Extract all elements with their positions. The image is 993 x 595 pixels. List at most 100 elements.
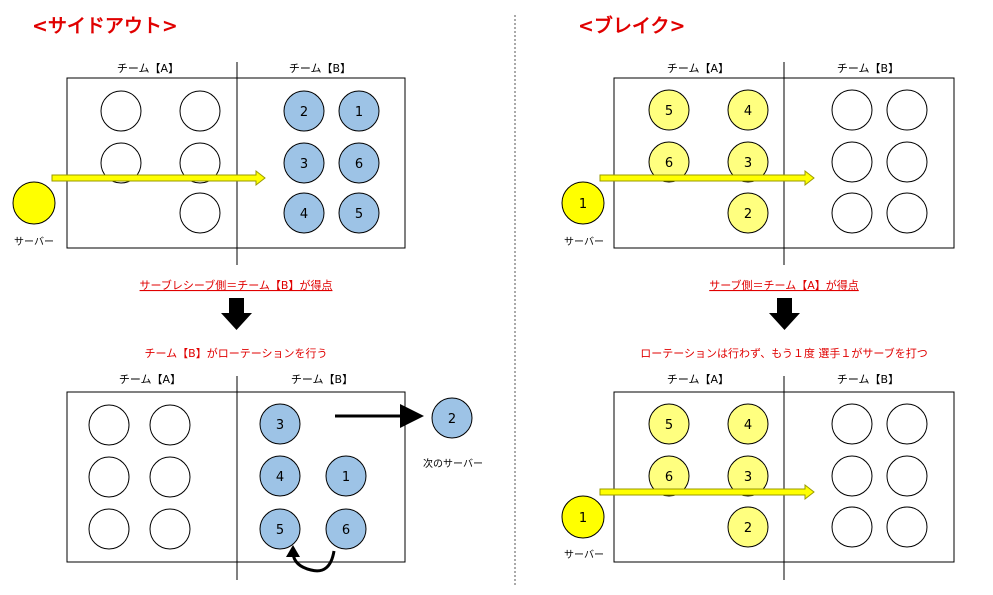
break-bottom-court: チーム【A】 チーム【B】 5 4 6 3 2 [613,373,955,580]
player-b-5: 5 [259,508,301,550]
player-circle [886,455,928,497]
svg-text:3: 3 [300,157,308,172]
player-b-5: 5 [338,192,380,234]
break-heading: <ブレイク> [578,14,685,37]
player-circle [149,456,191,498]
break-result-text: サーブ側＝チーム【A】が得点 [709,278,859,292]
player-circle [179,192,221,234]
player-circle [886,506,928,548]
player-b-4: 4 [259,455,301,497]
svg-text:2: 2 [744,207,752,222]
svg-text:1: 1 [579,197,587,212]
svg-text:1: 1 [342,470,350,485]
rotation-curve-arrowhead [286,545,300,557]
player-circle [100,90,142,132]
player-b-1: 1 [325,455,367,497]
server-label: サーバー [564,549,604,561]
player-a-6: 6 [648,141,690,183]
server-circle [12,181,56,225]
team-b-label: チーム【B】 [837,62,899,75]
team-b-label: チーム【B】 [837,373,899,386]
svg-text:3: 3 [744,470,752,485]
svg-text:2: 2 [744,521,752,536]
svg-text:5: 5 [665,104,673,119]
sideout-heading: <サイドアウト> [32,15,178,37]
player-circle [831,506,873,548]
player-circle [831,141,873,183]
serve-arrow [51,169,266,187]
svg-text:4: 4 [276,470,284,485]
break-top-court: チーム【A】 チーム【B】 5 4 6 3 2 [613,62,955,265]
team-a-label: チーム【A】 [667,373,729,386]
player-b-3: 3 [283,142,325,184]
team-b-label: チーム【B】 [291,373,353,386]
svg-text:6: 6 [665,156,673,171]
server-circle: 1 [561,181,605,225]
player-circle [88,456,130,498]
svg-text:5: 5 [355,207,363,222]
svg-text:1: 1 [355,105,363,120]
player-circle [149,508,191,550]
player-circle [179,90,221,132]
down-arrow [221,298,252,330]
player-circle [149,404,191,446]
next-server-circle: 2 [431,397,473,439]
player-b-1: 1 [338,90,380,132]
team-a-label: チーム【A】 [117,62,179,75]
svg-text:4: 4 [300,207,308,222]
player-a-5: 5 [648,403,690,445]
player-circle [886,89,928,131]
server-label: サーバー [14,236,54,248]
svg-text:1: 1 [579,511,587,526]
team-a-label: チーム【A】 [119,373,181,386]
player-circle [179,142,221,184]
svg-text:5: 5 [665,418,673,433]
player-circle [886,141,928,183]
player-a-4: 4 [727,89,769,131]
svg-text:2: 2 [448,412,456,427]
player-circle [831,89,873,131]
player-b-4: 4 [283,192,325,234]
sideout-action-text: チーム【B】がローテーションを行う [145,346,328,360]
svg-text:5: 5 [276,523,284,538]
serve-arrow [599,169,815,187]
player-circle [886,192,928,234]
player-a-5: 5 [648,89,690,131]
player-circle [831,192,873,234]
next-server-label: 次のサーバー [423,457,483,470]
player-circle [88,404,130,446]
player-b-2: 2 [283,90,325,132]
player-circle [886,403,928,445]
player-circle [100,142,142,184]
player-b-6: 6 [338,142,380,184]
player-circle [88,508,130,550]
svg-text:4: 4 [744,418,752,433]
svg-text:2: 2 [300,105,308,120]
team-a-label: チーム【A】 [667,62,729,75]
player-a-2: 2 [727,506,769,548]
sideout-top-court: チーム【A】 チーム【B】 2 1 3 6 4 5 [66,62,406,265]
player-a-3: 3 [727,455,769,497]
svg-text:3: 3 [276,418,284,433]
break-action-text: ローテーションは行わず、もう１度 選手１がサーブを打つ [640,346,928,360]
down-arrow [769,298,800,330]
svg-text:6: 6 [342,523,350,538]
player-circle [831,403,873,445]
player-b-6: 6 [325,508,367,550]
svg-text:6: 6 [355,157,363,172]
svg-text:4: 4 [744,104,752,119]
team-b-label: チーム【B】 [289,62,351,75]
player-a-4: 4 [727,403,769,445]
sideout-bottom-court: チーム【A】 チーム【B】 3 4 1 5 6 [66,373,406,580]
player-circle [831,455,873,497]
svg-text:6: 6 [665,470,673,485]
server-label: サーバー [564,236,604,248]
player-a-2: 2 [727,192,769,234]
rotation-curve-arrow [291,550,336,573]
player-a-3: 3 [727,141,769,183]
server-circle: 1 [561,495,605,539]
serve-arrow [599,483,815,501]
player-a-6: 6 [648,455,690,497]
player-b-3: 3 [259,403,301,445]
